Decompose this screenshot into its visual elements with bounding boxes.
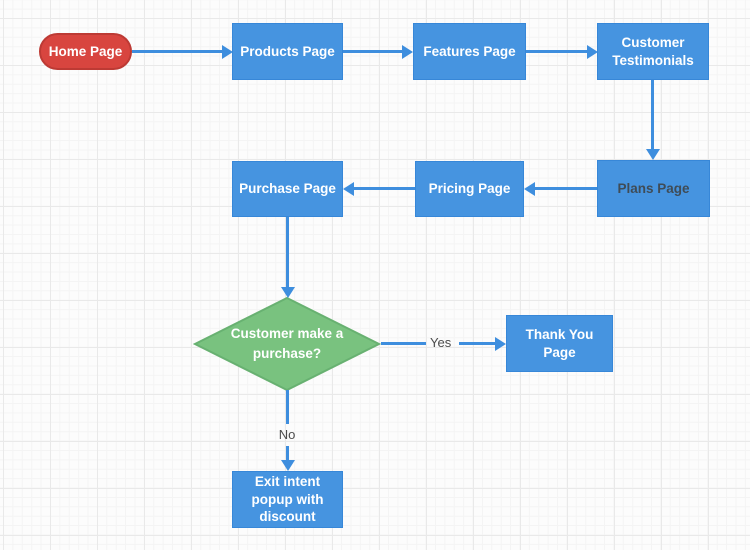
connector-decision-to-thankyou-segment-2[interactable]: [459, 342, 495, 345]
node-exit-intent-popup[interactable]: Exit intent popup with discount: [232, 471, 343, 528]
arrowhead-into-plans: [645, 149, 660, 160]
connector-plans-to-pricing[interactable]: [535, 187, 597, 190]
node-thank-you-page[interactable]: Thank You Page: [506, 315, 613, 372]
node-products-page-label: Products Page: [240, 43, 335, 59]
edge-label-no[interactable]: No: [278, 427, 296, 442]
arrowhead-into-features: [402, 44, 413, 59]
node-pricing-page-label: Pricing Page: [428, 181, 511, 197]
connector-testimonials-to-plans[interactable]: [651, 80, 654, 149]
node-customer-testimonials-label: Customer Testimonials: [612, 34, 694, 68]
node-purchase-page[interactable]: Purchase Page: [232, 161, 343, 217]
connector-purchase-to-decision[interactable]: [286, 217, 289, 287]
connector-features-to-testimonials[interactable]: [526, 50, 587, 53]
node-home-page-label: Home Page: [48, 43, 123, 59]
node-products-page[interactable]: Products Page: [232, 23, 343, 80]
node-exit-intent-popup-label: Exit intent popup with discount: [251, 473, 324, 525]
node-plans-page-label: Plans Page: [617, 180, 690, 196]
node-pricing-page[interactable]: Pricing Page: [415, 161, 524, 217]
node-decision-purchase-label: Customer make a purchase?: [230, 326, 344, 361]
arrowhead-into-thankyou: [495, 336, 506, 351]
edge-label-yes[interactable]: Yes: [430, 335, 452, 350]
node-decision-purchase[interactable]: Customer make a purchase?: [193, 296, 381, 392]
arrowhead-into-pricing: [524, 181, 535, 196]
connector-decision-to-exit-segment-2[interactable]: [286, 446, 289, 460]
connector-decision-to-exit-segment-1[interactable]: [286, 390, 289, 424]
node-features-page[interactable]: Features Page: [413, 23, 526, 80]
node-purchase-page-label: Purchase Page: [239, 181, 336, 197]
arrowhead-into-decision: [280, 287, 295, 298]
node-plans-page[interactable]: Plans Page: [597, 160, 710, 217]
connector-decision-to-thankyou-segment-1[interactable]: [381, 342, 426, 345]
arrowhead-into-exit: [280, 460, 295, 471]
node-thank-you-page-label: Thank You Page: [525, 326, 594, 360]
node-features-page-label: Features Page: [423, 43, 516, 59]
arrowhead-into-purchase: [343, 181, 354, 196]
connector-products-to-features[interactable]: [343, 50, 402, 53]
connector-home-to-products[interactable]: [132, 50, 222, 53]
node-home-page[interactable]: Home Page: [39, 33, 132, 70]
arrowhead-into-products: [222, 44, 233, 59]
connector-pricing-to-purchase[interactable]: [354, 187, 415, 190]
arrowhead-into-testimonials: [587, 44, 598, 59]
node-customer-testimonials[interactable]: Customer Testimonials: [597, 23, 709, 80]
